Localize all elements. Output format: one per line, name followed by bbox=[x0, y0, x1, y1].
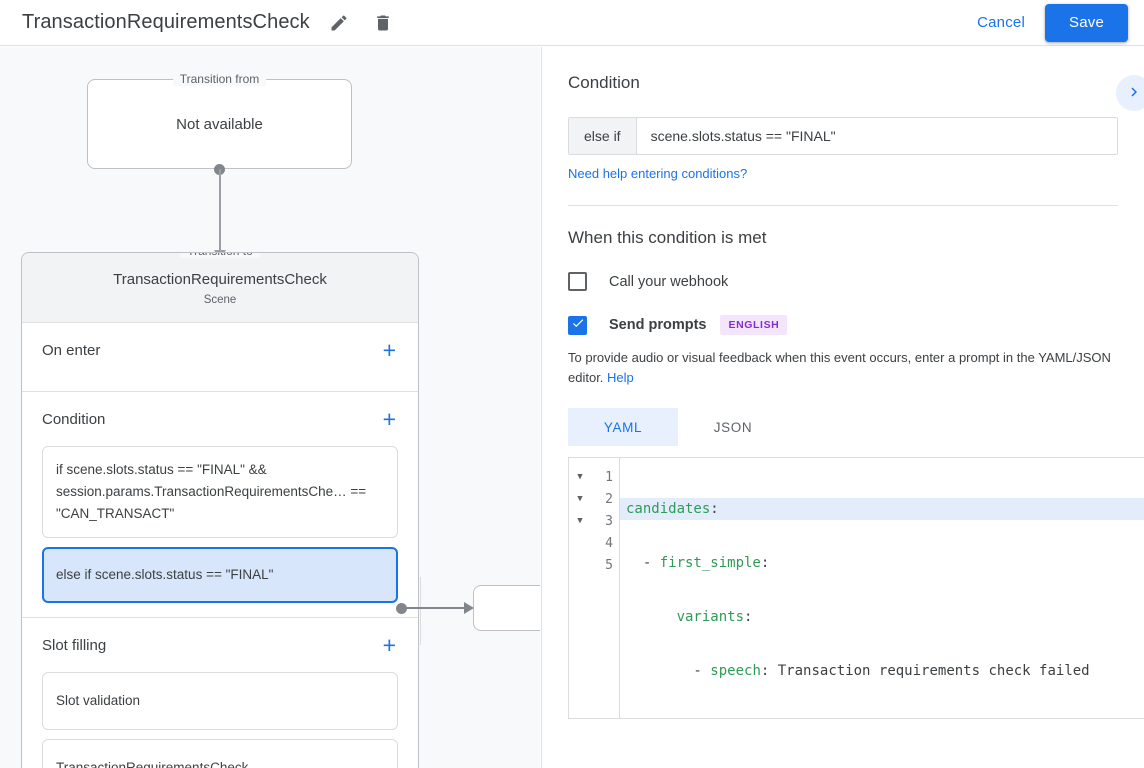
condition-item[interactable]: if scene.slots.status == "FINAL" && sess… bbox=[42, 446, 398, 538]
code-indent bbox=[626, 609, 677, 625]
tab-yaml[interactable]: YAML bbox=[568, 408, 678, 446]
cancel-button[interactable]: Cancel bbox=[965, 6, 1037, 39]
gutter-row: ▼ 1 bbox=[569, 466, 619, 488]
gutter-row: ▼ 3 bbox=[569, 510, 619, 532]
scene-section-condition: Condition + if scene.slots.status == "FI… bbox=[22, 392, 418, 618]
code-indent: - bbox=[626, 663, 711, 679]
connector-out-dot bbox=[396, 603, 407, 614]
add-on-enter-button[interactable]: + bbox=[382, 336, 396, 363]
canvas-guideline bbox=[420, 577, 421, 645]
connector-line-vertical bbox=[219, 169, 221, 253]
code-indent: - bbox=[626, 555, 660, 571]
page-title: TransactionRequirementsCheck bbox=[22, 11, 310, 33]
connector-out-line bbox=[404, 607, 466, 609]
code-colon: : bbox=[760, 555, 770, 571]
code-key: candidates bbox=[626, 501, 711, 517]
scene-card-header: TransactionRequirementsCheck Scene bbox=[22, 253, 418, 323]
section-header: On enter + bbox=[42, 323, 398, 377]
details-panel: Condition else if Need help entering con… bbox=[541, 47, 1144, 768]
connector-out-arrow bbox=[464, 602, 474, 614]
code-line[interactable] bbox=[620, 714, 1144, 718]
gutter-row: ▼ 2 bbox=[569, 488, 619, 510]
transition-to-legend: Transition to bbox=[180, 253, 260, 258]
send-prompts-label: Send prompts bbox=[609, 317, 707, 333]
condition-prefix-label: else if bbox=[569, 118, 637, 154]
check-icon bbox=[571, 316, 585, 335]
fold-toggle-icon[interactable]: ▼ bbox=[577, 494, 583, 504]
code-line[interactable]: - first_simple: bbox=[620, 552, 1144, 574]
webhook-label: Call your webhook bbox=[609, 273, 729, 290]
scene-section-on-enter: On enter + bbox=[22, 323, 418, 392]
app-header: TransactionRequirementsCheck Cancel Save bbox=[0, 0, 1144, 46]
code-editor[interactable]: ▼ 1 ▼ 2 ▼ 3 4 5 bbox=[568, 457, 1144, 719]
gutter-row: 4 bbox=[569, 532, 619, 554]
webhook-checkbox[interactable] bbox=[568, 272, 587, 291]
gutter-row: 5 bbox=[569, 554, 619, 576]
line-number: 4 bbox=[605, 535, 613, 551]
section-header: Condition + bbox=[42, 392, 398, 446]
delete-button[interactable] bbox=[368, 8, 398, 38]
code-colon: : bbox=[710, 501, 719, 517]
prompts-help-link[interactable]: Help bbox=[607, 370, 634, 385]
line-number: 2 bbox=[605, 491, 613, 507]
tab-json[interactable]: JSON bbox=[678, 408, 788, 446]
target-node[interactable] bbox=[473, 585, 540, 631]
condition-field-row: else if bbox=[568, 117, 1118, 155]
code-key: first_simple bbox=[659, 555, 761, 571]
condition-item-selected[interactable]: else if scene.slots.status == "FINAL" bbox=[42, 547, 398, 603]
code-line[interactable]: - speech: Transaction requirements check… bbox=[620, 660, 1144, 682]
section-label-on-enter: On enter bbox=[42, 341, 101, 359]
transition-from-value: Not available bbox=[176, 115, 263, 133]
send-prompts-checkbox-row[interactable]: Send prompts ENGLISH bbox=[568, 315, 1118, 335]
add-slot-filling-button[interactable]: + bbox=[382, 631, 396, 658]
expand-panel-button[interactable] bbox=[1116, 75, 1144, 111]
editor-code-area[interactable]: candidates: - first_simple: variants: - … bbox=[620, 458, 1144, 718]
condition-heading: Condition bbox=[568, 73, 640, 92]
chevron-right-icon bbox=[1125, 83, 1143, 104]
section-label-slot-filling: Slot filling bbox=[42, 636, 107, 654]
transition-from-legend: Transition from bbox=[172, 72, 267, 86]
line-number: 1 bbox=[605, 469, 613, 485]
section-label-condition: Condition bbox=[42, 410, 106, 428]
editor-format-tabs: YAML JSON bbox=[568, 408, 1118, 446]
fold-toggle-icon[interactable]: ▼ bbox=[577, 472, 583, 482]
line-number: 3 bbox=[605, 513, 613, 529]
line-number: 5 bbox=[605, 557, 613, 573]
slot-filling-item[interactable]: Slot validation bbox=[42, 672, 398, 730]
code-key: speech bbox=[710, 663, 761, 679]
condition-block: Condition else if Need help entering con… bbox=[542, 47, 1144, 206]
webhook-checkbox-row[interactable]: Call your webhook bbox=[568, 272, 1118, 291]
code-colon: : bbox=[744, 609, 753, 625]
prompts-description: To provide audio or visual feedback when… bbox=[568, 348, 1118, 388]
save-button[interactable]: Save bbox=[1045, 3, 1128, 42]
edit-title-button[interactable] bbox=[324, 8, 354, 38]
code-line[interactable]: candidates: bbox=[620, 498, 1144, 520]
code-key: variants bbox=[676, 609, 745, 625]
send-prompts-checkbox[interactable] bbox=[568, 315, 587, 335]
scene-section-slot-filling: Slot filling + Slot validation Transacti… bbox=[22, 618, 418, 768]
code-colon: : bbox=[760, 663, 770, 679]
condition-input[interactable] bbox=[636, 118, 1117, 154]
transition-to-scene-card[interactable]: Transition to TransactionRequirementsChe… bbox=[21, 252, 419, 768]
trash-icon bbox=[373, 13, 393, 33]
flow-canvas[interactable]: Transition from Not available Transition… bbox=[0, 47, 540, 768]
language-badge: ENGLISH bbox=[720, 315, 788, 335]
add-condition-button[interactable]: + bbox=[382, 405, 396, 432]
section-header: Slot filling + bbox=[42, 618, 398, 672]
condition-met-heading: When this condition is met bbox=[568, 228, 767, 247]
panel-divider bbox=[568, 205, 1118, 206]
pencil-icon bbox=[329, 13, 349, 33]
code-line[interactable]: variants: bbox=[620, 606, 1144, 628]
fold-toggle-icon[interactable]: ▼ bbox=[577, 516, 583, 526]
scene-name: TransactionRequirementsCheck bbox=[113, 271, 327, 288]
code-value: Transaction requirements check failed bbox=[769, 663, 1090, 679]
scene-type: Scene bbox=[203, 294, 237, 306]
editor-gutter: ▼ 1 ▼ 2 ▼ 3 4 5 bbox=[569, 458, 620, 718]
prompts-description-text: To provide audio or visual feedback when… bbox=[568, 350, 1111, 385]
condition-help-link[interactable]: Need help entering conditions? bbox=[568, 166, 748, 181]
condition-met-block: When this condition is met Call your web… bbox=[542, 206, 1144, 446]
transition-from-node[interactable]: Transition from Not available bbox=[87, 72, 352, 169]
slot-filling-item[interactable]: TransactionRequirementsCheck bbox=[42, 739, 398, 768]
